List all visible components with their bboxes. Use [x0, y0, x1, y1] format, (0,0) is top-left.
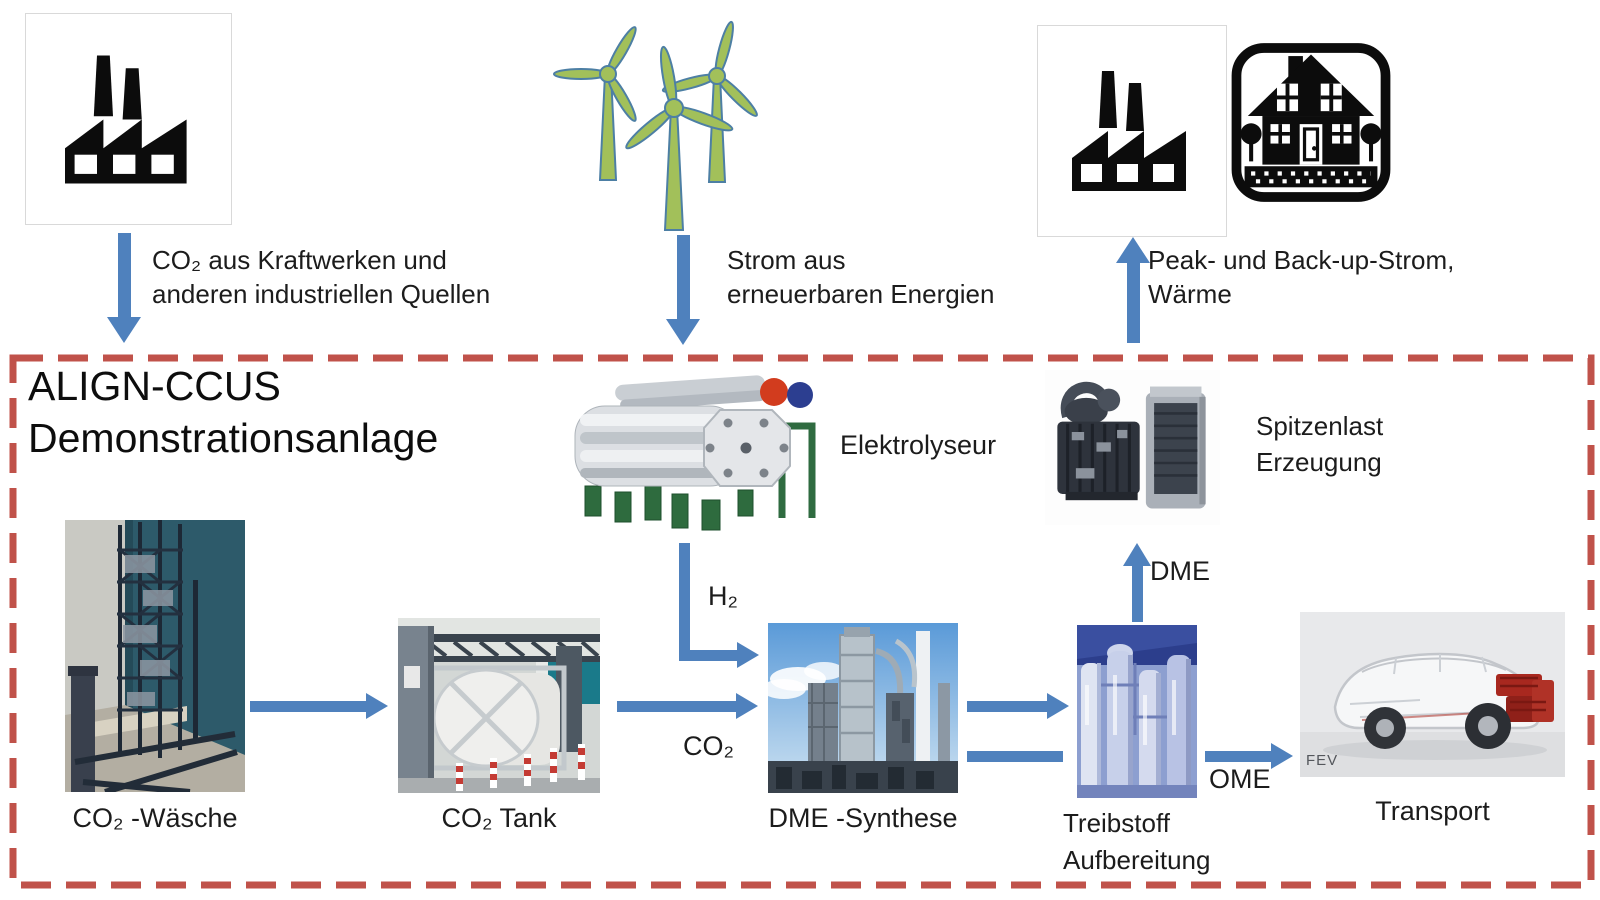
- output-caption-line2: Wärme: [1148, 279, 1232, 309]
- treibstoff-label-line2: Aufbereitung: [1063, 845, 1211, 875]
- wind-turbines-icon: [552, 0, 782, 232]
- dme-flow-label: DME: [1150, 556, 1210, 586]
- elektrolyseur-image: [560, 368, 825, 543]
- co2-source-caption-line1: CO₂ aus Kraftwerken und: [152, 245, 447, 275]
- treibstoff-image: [1077, 625, 1197, 798]
- spitzenlast-label-line2: Erzeugung: [1256, 447, 1382, 477]
- tank-to-dme-arrow: [617, 701, 738, 712]
- plant-title-line1: ALIGN-CCUS: [28, 363, 281, 409]
- output-caption-line1: Peak- und Back-up-Strom,: [1148, 245, 1455, 275]
- waesche-to-tank-arrow: [250, 701, 368, 712]
- renewable-caption-line1: Strom aus: [727, 245, 846, 275]
- transport-watermark: FEV: [1306, 752, 1339, 769]
- output-arrowhead: [1116, 237, 1150, 263]
- transport-image: [1300, 612, 1565, 777]
- transport-label: Transport: [1375, 796, 1490, 826]
- renewable-arrowhead: [666, 319, 700, 345]
- dme-to-treibstoff-arrow: [967, 701, 1049, 712]
- co2-tank-label: CO₂ Tank: [441, 803, 557, 833]
- dme-up-arrowhead: [1123, 543, 1151, 566]
- co2-source-icon-box: [25, 13, 232, 225]
- co2-source-arrow: [118, 233, 131, 319]
- ome-arrowhead: [1271, 743, 1293, 769]
- dme-to-treibstoff-arrowhead: [1047, 693, 1069, 719]
- elektrolyseur-label: Elektrolyseur: [840, 430, 997, 460]
- dme-up-arrow: [1132, 564, 1143, 622]
- house-icon: [1230, 30, 1392, 215]
- co2-source-arrowhead: [107, 317, 141, 343]
- spitzenlast-label-line1: Spitzenlast: [1256, 411, 1384, 441]
- co2-waesche-label: CO₂ -Wäsche: [72, 803, 238, 833]
- output-caption: Peak- und Back-up-Strom, Wärme: [1148, 243, 1454, 311]
- co2-source-caption-line2: anderen industriellen Quellen: [152, 279, 491, 309]
- h2-flow-label: H₂: [708, 581, 738, 611]
- renewable-caption-line2: erneuerbaren Energien: [727, 279, 995, 309]
- ome-arrow: [1205, 751, 1273, 762]
- dme-synthese-label: DME -Synthese: [768, 803, 958, 833]
- plant-title: ALIGN-CCUS Demonstrationsanlage: [28, 360, 438, 464]
- co2-tank-image: [398, 618, 600, 793]
- spitzenlast-image: [1045, 370, 1220, 525]
- factory-icon: [49, 37, 209, 202]
- treibstoff-label: Treibstoff Aufbereitung: [1063, 805, 1210, 879]
- plant-title-line2: Demonstrationsanlage: [28, 415, 439, 461]
- treibstoff-label-line1: Treibstoff: [1063, 808, 1170, 838]
- spitzenlast-label: Spitzenlast Erzeugung: [1256, 408, 1383, 480]
- co2-flow-label: CO₂: [683, 731, 734, 761]
- h2-arrow-horizontal: [679, 650, 739, 661]
- dme-synthese-image: [768, 623, 958, 793]
- renewable-caption: Strom aus erneuerbaren Energien: [727, 243, 994, 311]
- h2-arrow-vertical: [679, 543, 690, 661]
- h2-arrowhead: [737, 642, 759, 668]
- tank-to-dme-arrowhead: [736, 693, 758, 719]
- dme-to-treibstoff-bar: [967, 751, 1063, 762]
- waesche-to-tank-arrowhead: [366, 693, 388, 719]
- renewable-arrow: [677, 235, 690, 321]
- output-factory-icon-box: [1037, 25, 1227, 237]
- output-arrow: [1127, 261, 1140, 343]
- co2-waesche-image: [65, 520, 245, 792]
- ome-flow-label: OME: [1209, 764, 1271, 794]
- co2-source-caption: CO₂ aus Kraftwerken und anderen industri…: [152, 243, 490, 311]
- factory-icon: [1057, 52, 1207, 210]
